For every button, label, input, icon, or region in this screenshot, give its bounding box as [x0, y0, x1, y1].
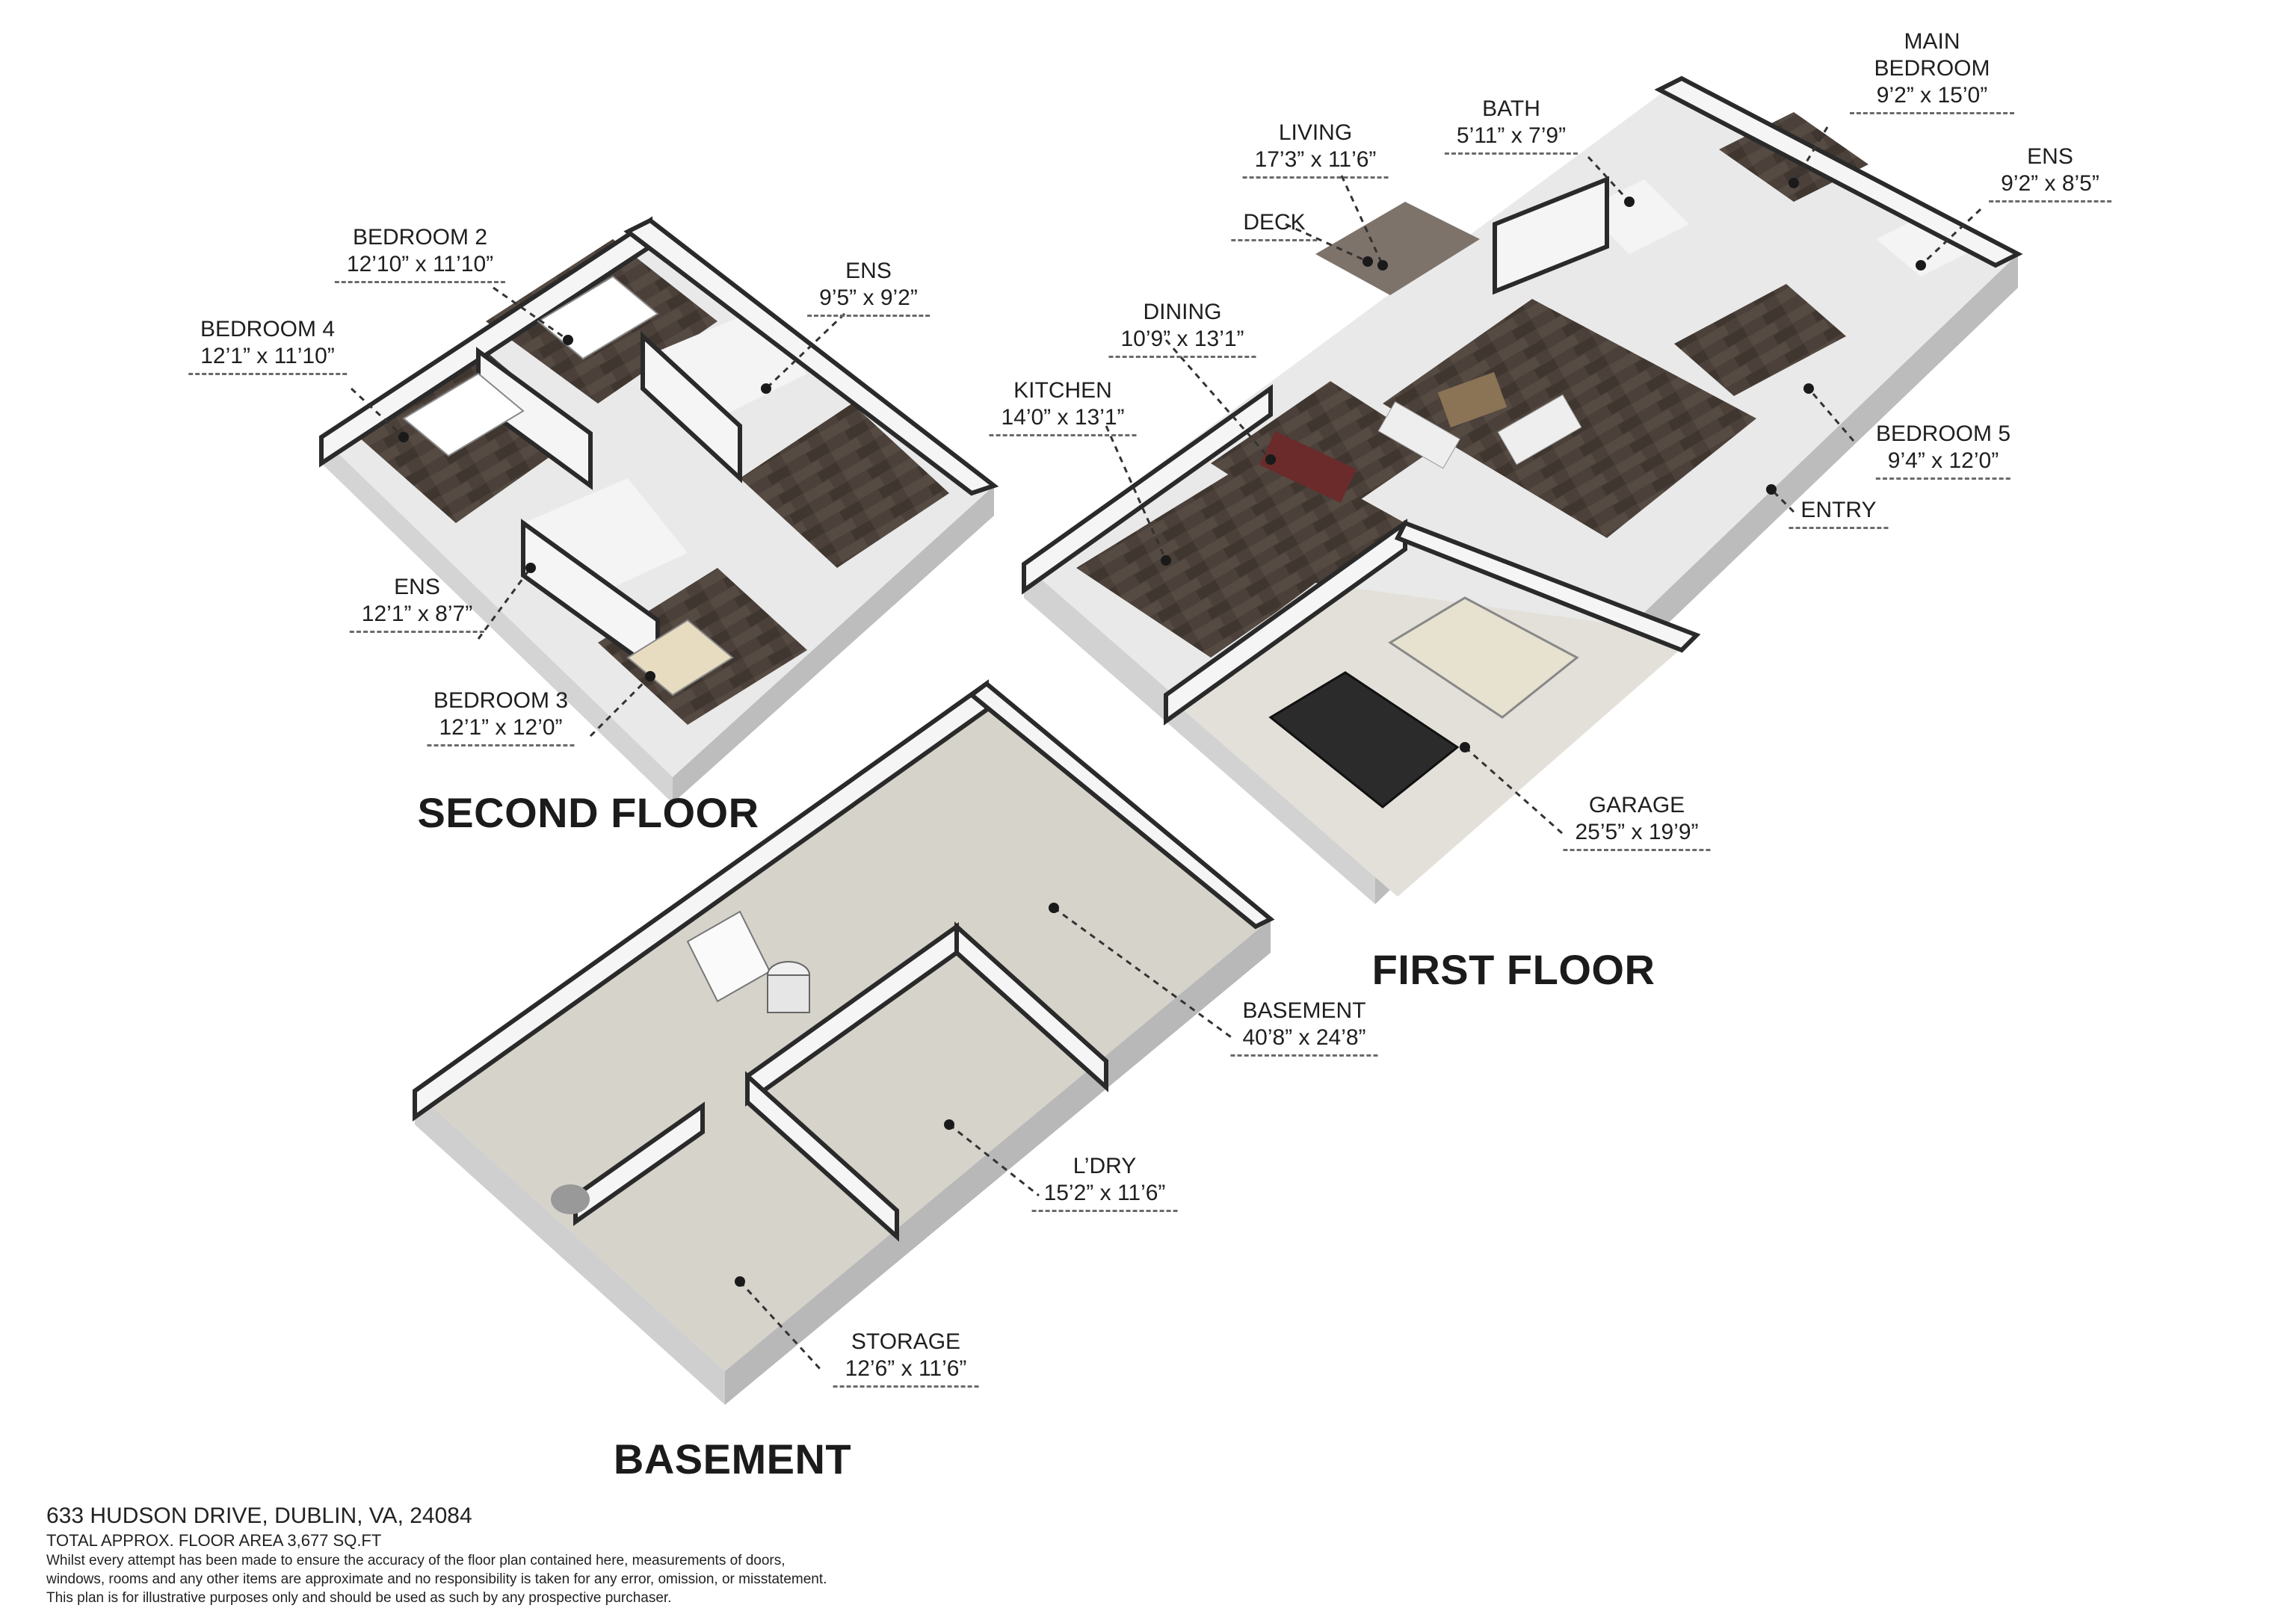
- room-label-deck: DECK: [1231, 209, 1318, 241]
- room-label-dining: DINING 10’9” x 13’1”: [1108, 299, 1256, 358]
- room-dimensions: 17’3” x 11’6”: [1242, 146, 1389, 179]
- room-label-laundry: L’DRY 15’2” x 11’6”: [1031, 1153, 1178, 1212]
- basement-title: BASEMENT: [613, 1435, 852, 1483]
- room-name: KITCHEN: [1013, 378, 1112, 403]
- property-address: 633 HUDSON DRIVE, DUBLIN, VA, 24084: [46, 1503, 472, 1528]
- room-label-basement: BASEMENT 40’8” x 24’8”: [1230, 998, 1378, 1057]
- bath-floor: [1584, 179, 1689, 254]
- room-dimensions: 12’6” x 11’6”: [833, 1355, 979, 1388]
- room-label-bedroom-5: BEDROOM 5 9’4” x 12’0”: [1875, 421, 2011, 480]
- room-dimensions: 25’5” x 19’9”: [1563, 819, 1711, 851]
- room-dimensions: 10’9” x 13’1”: [1108, 326, 1256, 358]
- disclaimer-line: windows, rooms and any other items are a…: [46, 1571, 827, 1587]
- room-label-main-bedroom: MAIN BEDROOM 9’2” x 15’0”: [1850, 28, 2014, 114]
- room-name: ENS: [845, 259, 892, 283]
- room-dimensions: 12’1” x 11’10”: [188, 343, 347, 375]
- second-floor-model: [319, 216, 999, 803]
- room-label-ens-lower: ENS 12’1” x 8’7”: [349, 574, 485, 633]
- room-name: LIVING: [1278, 120, 1353, 145]
- room-label-bedroom-4: BEDROOM 4 12’1” x 11’10”: [188, 316, 347, 375]
- room-name: DINING: [1143, 300, 1222, 324]
- bedroom-5-floor: [1674, 284, 1846, 396]
- room-name: ENS: [394, 575, 440, 599]
- room-dimensions: 9’5” x 9’2”: [807, 285, 930, 317]
- disclaimer-line: Whilst every attempt has been made to en…: [46, 1553, 786, 1568]
- room-name: MAIN BEDROOM: [1874, 29, 1990, 81]
- hallway-floor: [740, 404, 949, 568]
- room-name: GARAGE: [1588, 793, 1685, 817]
- room-dimensions: 15’2” x 11’6”: [1031, 1180, 1178, 1212]
- room-markers: [398, 178, 1926, 1287]
- room-name: BASEMENT: [1242, 998, 1366, 1023]
- room-label-living: LIVING 17’3” x 11’6”: [1242, 120, 1389, 179]
- total-floor-area: TOTAL APPROX. FLOOR AREA 3,677 SQ.FT: [46, 1531, 382, 1550]
- room-name: BATH: [1482, 96, 1540, 121]
- room-name: ENTRY: [1789, 497, 1889, 529]
- deck-floor: [1315, 202, 1480, 295]
- room-dimensions: 40’8” x 24’8”: [1230, 1024, 1378, 1057]
- disclaimer-line: This plan is for illustrative purposes o…: [46, 1590, 672, 1606]
- room-dimensions: 5’11” x 7’9”: [1444, 123, 1578, 155]
- footer: 633 HUDSON DRIVE, DUBLIN, VA, 24084 TOTA…: [46, 1502, 1093, 1607]
- room-label-entry: ENTRY: [1789, 497, 1889, 529]
- room-dimensions: 12’1” x 8’7”: [349, 601, 485, 633]
- room-name: DECK: [1231, 209, 1318, 241]
- room-name: L’DRY: [1073, 1154, 1137, 1178]
- room-name: BEDROOM 2: [352, 225, 488, 250]
- room-label-bedroom-3: BEDROOM 3 12’1” x 12’0”: [427, 687, 575, 746]
- room-name: BEDROOM 3: [433, 688, 569, 713]
- room-name: BEDROOM 4: [200, 317, 336, 341]
- room-dimensions: 9’4” x 12’0”: [1875, 448, 2011, 480]
- room-label-bedroom-2: BEDROOM 2 12’10” x 11’10”: [334, 224, 506, 283]
- first-floor-model: [1022, 75, 2023, 904]
- room-label-storage: STORAGE 12’6” x 11’6”: [833, 1329, 979, 1388]
- leader-lines: [350, 126, 1982, 1373]
- room-label-garage: GARAGE 25’5” x 19’9”: [1563, 792, 1711, 851]
- room-dimensions: 9’2” x 8’5”: [1989, 170, 2111, 203]
- room-name: ENS: [2027, 144, 2073, 169]
- basement-model: [413, 679, 1275, 1405]
- first-floor-title: FIRST FLOOR: [1371, 946, 1655, 993]
- room-dimensions: 12’10” x 11’10”: [334, 251, 506, 283]
- room-dimensions: 14’0” x 13’1”: [989, 404, 1137, 436]
- room-label-bath: BATH 5’11” x 7’9”: [1444, 96, 1578, 155]
- room-label-ens-main: ENS 9’2” x 8’5”: [1989, 143, 2111, 203]
- second-floor-title: SECOND FLOOR: [417, 789, 759, 836]
- room-name: STORAGE: [851, 1329, 961, 1354]
- room-label-ens-upper: ENS 9’5” x 9’2”: [807, 258, 930, 317]
- room-name: BEDROOM 5: [1875, 421, 2011, 446]
- room-dimensions: 9’2” x 15’0”: [1850, 82, 2014, 114]
- room-dimensions: 12’1” x 12’0”: [427, 714, 575, 746]
- room-label-kitchen: KITCHEN 14’0” x 13’1”: [989, 377, 1137, 436]
